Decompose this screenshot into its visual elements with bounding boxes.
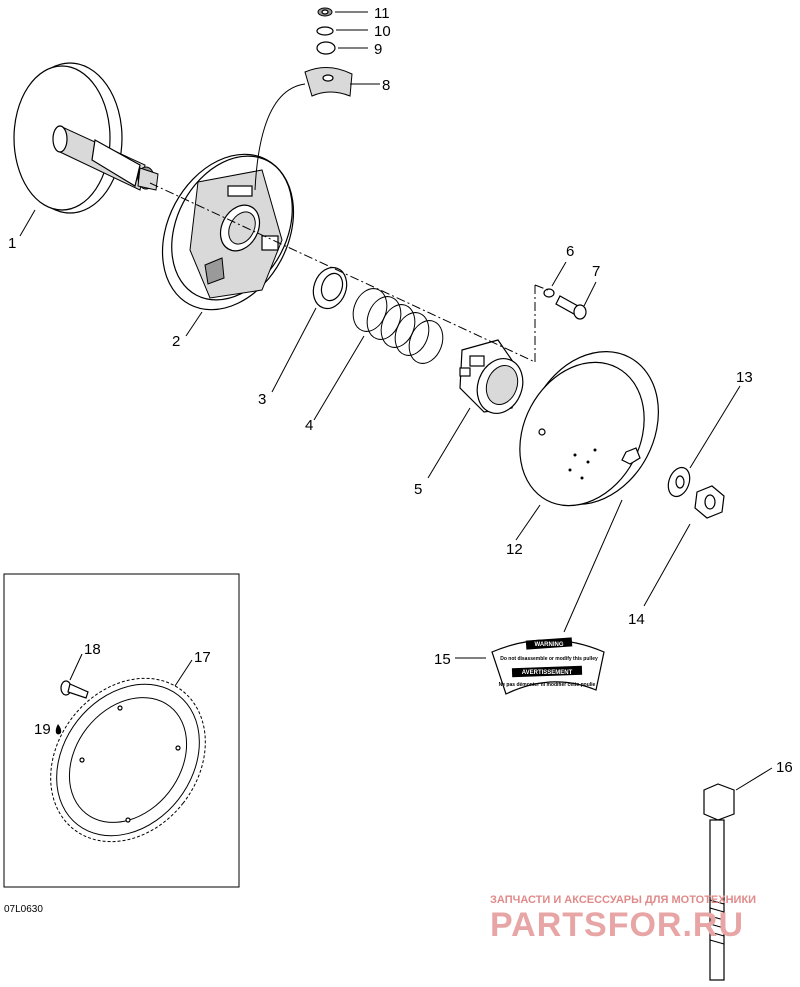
diagram-code: 07L0630 bbox=[4, 904, 43, 915]
part-3-washer bbox=[312, 266, 348, 310]
label-10: 10 bbox=[374, 23, 391, 40]
label-18: 18 bbox=[84, 641, 101, 658]
label-14: 14 bbox=[628, 611, 645, 628]
watermark-tagline: ЗАПЧАСТИ И АКСЕССУАРЫ ДЛЯ МОТОТЕХНИКИ bbox=[490, 894, 756, 906]
part-labels: 1 2 3 4 5 6 7 8 9 10 11 12 13 14 15 16 1… bbox=[8, 5, 793, 776]
label-5: 5 bbox=[414, 481, 422, 498]
watermark-brand: PARTSFOR.RU bbox=[490, 906, 744, 944]
label-6: 6 bbox=[566, 243, 574, 260]
part-4-spring bbox=[352, 288, 444, 364]
part-5-cam bbox=[459, 339, 524, 414]
inset-frame bbox=[3, 573, 240, 888]
part-2-movable-sheave bbox=[161, 153, 295, 311]
label-4: 4 bbox=[305, 417, 313, 434]
part-8-slider-shoe bbox=[304, 67, 353, 97]
label-1: 1 bbox=[8, 235, 16, 252]
assembly-axis bbox=[149, 182, 549, 363]
part-11-washer bbox=[317, 7, 333, 17]
label-17: 17 bbox=[194, 649, 211, 666]
part-14-nut bbox=[694, 485, 725, 519]
decal-warning-title: WARNING bbox=[535, 642, 564, 648]
decal-avertissement-title: AVERTISSEMENT bbox=[522, 670, 573, 676]
label-15: 15 bbox=[434, 651, 451, 668]
part-1-fixed-sheave bbox=[13, 62, 159, 214]
watermark: ЗАПЧАСТИ И АКСЕССУАРЫ ДЛЯ МОТОТЕХНИКИ PA… bbox=[490, 894, 756, 944]
part-12-cover bbox=[519, 351, 659, 507]
part-7-screw bbox=[555, 295, 587, 320]
part-16-bolt bbox=[703, 783, 735, 981]
label-11: 11 bbox=[374, 5, 390, 22]
label-13: 13 bbox=[736, 369, 753, 386]
label-16: 16 bbox=[776, 759, 793, 776]
part-17-ring-gear bbox=[50, 677, 206, 843]
label-8: 8 bbox=[382, 77, 390, 94]
part-18-screw bbox=[60, 680, 89, 699]
label-2: 2 bbox=[172, 333, 180, 350]
label-9: 9 bbox=[374, 41, 382, 58]
decal-warning-text: Do not disassemble or modify this pulley bbox=[500, 656, 598, 662]
part-13-washer bbox=[667, 466, 691, 498]
leader-lines bbox=[19, 11, 773, 791]
part-19-threadlocker-icon bbox=[55, 724, 62, 735]
label-7: 7 bbox=[592, 263, 600, 280]
part-10-washer bbox=[316, 26, 334, 36]
part-6-lock-washer bbox=[543, 288, 555, 298]
label-3: 3 bbox=[258, 391, 266, 408]
decal-avertissement-text: Ne pas démonter ni modifier cette poulie bbox=[499, 682, 596, 688]
label-12: 12 bbox=[506, 541, 523, 558]
part-15-warning-decal: WARNING Do not disassemble or modify thi… bbox=[491, 637, 605, 695]
label-19: 19 bbox=[34, 721, 51, 738]
part-9-button bbox=[316, 41, 336, 55]
